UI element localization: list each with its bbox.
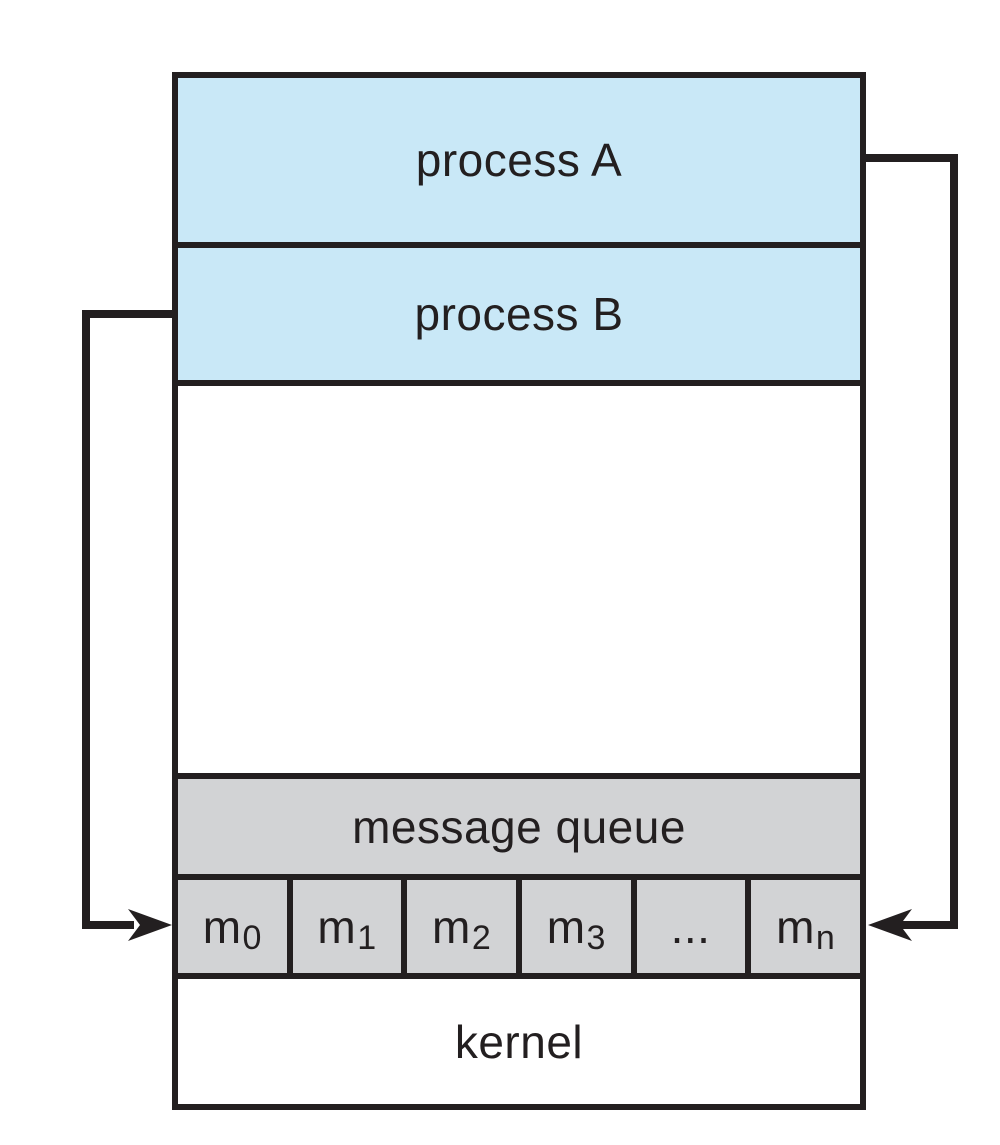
cell-subscript: n [815,919,836,957]
cell-base: m [546,900,586,953]
right-pointing-arrowhead-icon [128,907,172,943]
kernel-label: kernel [454,1015,584,1068]
process-a-send-arrow-top-segment [866,154,958,162]
process-b-receive-arrow-vertical-segment [82,310,90,929]
cell-base: ... [670,900,711,953]
process-a-label: process A [415,134,623,186]
cell-base: m [776,900,815,953]
cell-base: m [202,900,242,953]
cell-base: m [432,900,471,953]
message-queue-block: message queue [178,773,860,880]
cell-subscript: 3 [586,919,606,957]
cell-base: m [317,900,357,953]
process-a-block: process A [178,78,860,248]
message-queue-label: message queue [352,800,686,853]
process-b-block: process B [178,248,860,386]
process-b-receive-arrow-top-segment [82,310,174,318]
cell-subscript: 0 [242,919,262,957]
user-kernel-gap [178,386,860,773]
queue-cell-ellipsis: ... [637,880,752,973]
process-b-receive-arrow-bottom-segment [82,921,134,929]
cell-subscript: 2 [471,919,492,957]
process-a-send-arrow-bottom-segment [898,921,958,929]
kernel-block: kernel [178,979,860,1104]
cell-subscript: 1 [357,919,377,957]
left-pointing-arrowhead-icon [868,907,912,943]
process-a-send-arrow-vertical-segment [950,154,958,929]
process-b-label: process B [414,288,624,340]
